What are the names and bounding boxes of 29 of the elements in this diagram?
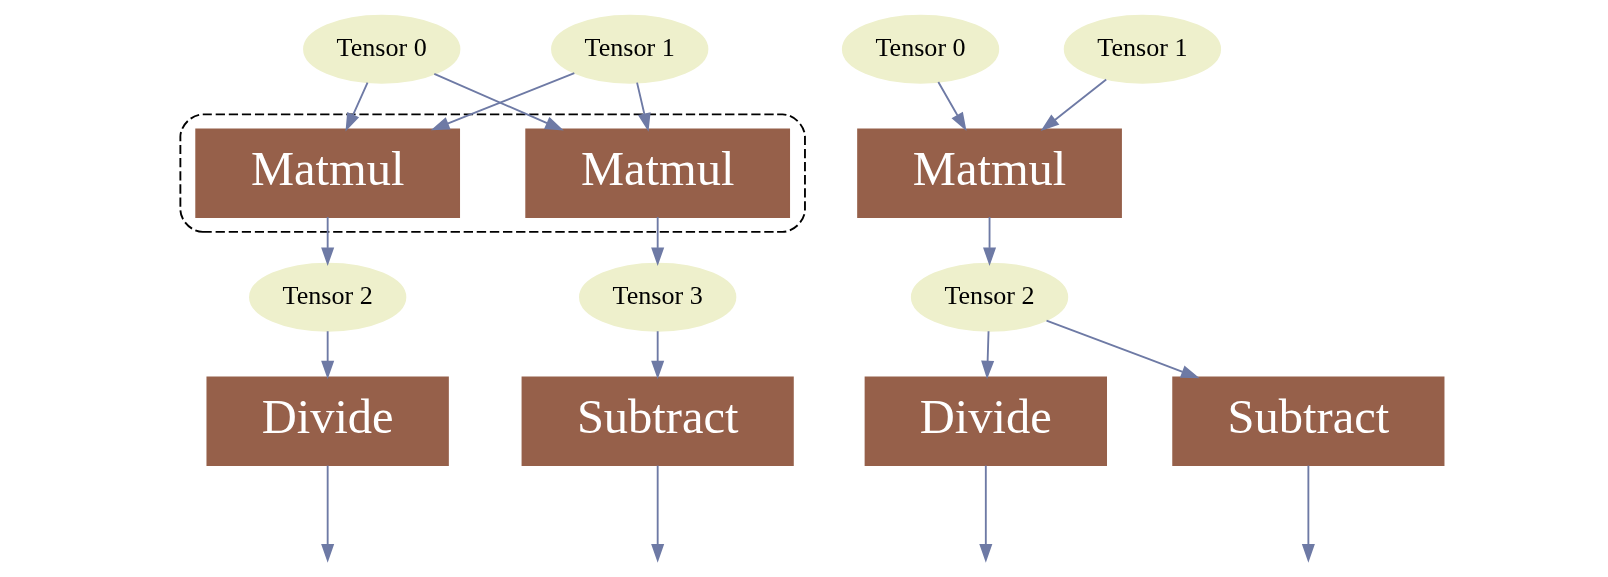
arrow <box>980 330 994 380</box>
arrow <box>320 216 334 267</box>
node-ellipse: Tensor 3 <box>578 262 736 332</box>
arrow <box>650 216 664 267</box>
arrow <box>635 81 651 132</box>
arrow <box>936 81 966 132</box>
arrow <box>982 216 996 267</box>
node-box: Matmul <box>194 128 460 218</box>
arrow <box>978 464 992 563</box>
arrow <box>320 330 334 380</box>
node-box: Divide <box>864 376 1107 466</box>
node-box: Subtract <box>1171 376 1444 466</box>
node-ellipse: Tensor 1 <box>550 14 708 84</box>
node-box: Matmul <box>856 128 1122 218</box>
arrow <box>1045 319 1200 379</box>
arrow <box>345 81 368 132</box>
arrow <box>1301 464 1315 563</box>
node-ellipse: Tensor 2 <box>910 262 1068 332</box>
node-box: Matmul <box>524 128 790 218</box>
node-box: Subtract <box>521 376 794 466</box>
arrow <box>650 464 664 563</box>
node-ellipse: Tensor 2 <box>248 262 406 332</box>
node-ellipse: Tensor 0 <box>302 14 460 84</box>
arrow <box>650 330 664 380</box>
arrow <box>320 464 334 563</box>
node-box: Divide <box>206 376 449 466</box>
node-ellipse: Tensor 0 <box>841 14 999 84</box>
arrow <box>1040 78 1107 132</box>
node-ellipse: Tensor 1 <box>1063 14 1221 84</box>
